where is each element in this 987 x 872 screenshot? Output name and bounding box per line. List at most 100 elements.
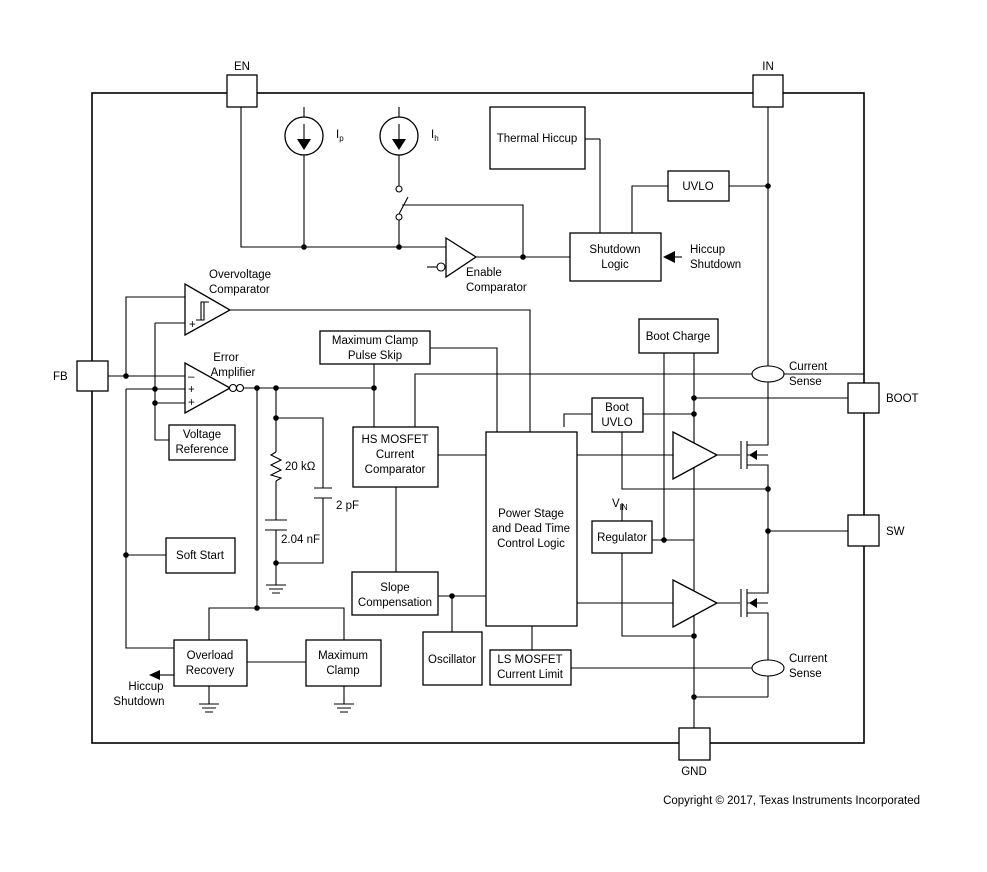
svg-text:Oscillator: Oscillator bbox=[428, 654, 476, 666]
svg-text:Pulse Skip: Pulse Skip bbox=[348, 350, 402, 362]
pin-gnd-label: GND bbox=[681, 766, 707, 778]
hiccup-shutdown-right: Hiccup Shutdown bbox=[663, 244, 741, 271]
svg-text:Boot Charge: Boot Charge bbox=[646, 331, 711, 343]
svg-text:Control Logic: Control Logic bbox=[497, 538, 565, 550]
hs-mosfet-icon bbox=[740, 441, 769, 470]
svg-text:Shutdown: Shutdown bbox=[690, 259, 741, 271]
svg-text:LS MOSFET: LS MOSFET bbox=[497, 654, 562, 666]
svg-text:UVLO: UVLO bbox=[601, 417, 632, 429]
maximum-clamp-block: Maximum Clamp bbox=[305, 639, 382, 687]
svg-text:+: + bbox=[188, 397, 195, 409]
error-amplifier: – + + Error Amplifier bbox=[184, 352, 256, 415]
svg-text:Soft Start: Soft Start bbox=[176, 550, 225, 562]
svg-text:UVLO: UVLO bbox=[682, 181, 713, 193]
ground-icon bbox=[199, 703, 219, 713]
pin-boot-label: BOOT bbox=[886, 393, 919, 405]
svg-text:Shutdown: Shutdown bbox=[589, 244, 640, 256]
copyright-text: Copyright © 2017, Texas Instruments Inco… bbox=[663, 795, 920, 807]
overload-recovery-block: Overload Recovery bbox=[173, 639, 248, 687]
hiccup-shutdown-left: Hiccup Shutdown bbox=[113, 670, 165, 708]
max-clamp-pulse-skip-block: Maximum Clamp Pulse Skip bbox=[319, 330, 431, 365]
pin-fb: FB bbox=[53, 360, 109, 392]
svg-text:Comparator: Comparator bbox=[209, 284, 270, 296]
ls-driver bbox=[672, 578, 740, 629]
svg-text:Current Limit: Current Limit bbox=[497, 669, 564, 681]
ip-label: Ip bbox=[336, 129, 344, 143]
ih-label: Ih bbox=[431, 129, 439, 143]
current-source-ip: Ip bbox=[284, 107, 344, 156]
svg-text:Sense: Sense bbox=[789, 376, 822, 388]
enable-comparator: Enable Comparator bbox=[436, 236, 527, 294]
thermal-hiccup-block: Thermal Hiccup bbox=[489, 106, 586, 170]
svg-text:Current: Current bbox=[789, 361, 828, 373]
oscillator-block: Oscillator bbox=[422, 631, 483, 686]
pin-fb-label: FB bbox=[53, 371, 68, 383]
wires bbox=[108, 107, 864, 728]
ground-icon bbox=[266, 584, 286, 594]
pin-sw: SW bbox=[847, 514, 905, 547]
svg-text:Thermal Hiccup: Thermal Hiccup bbox=[497, 133, 578, 145]
pin-boot: BOOT bbox=[847, 382, 919, 414]
pin-gnd: GND bbox=[678, 727, 711, 778]
pin-sw-label: SW bbox=[886, 526, 905, 538]
svg-text:Clamp: Clamp bbox=[326, 665, 359, 677]
current-source-ih: Ih bbox=[379, 107, 439, 156]
current-sense-bottom: Current Sense bbox=[751, 653, 828, 680]
svg-text:Comparator: Comparator bbox=[365, 464, 426, 476]
enable-comparator-label-2: Comparator bbox=[466, 282, 527, 294]
shutdown-logic-block: Shutdown Logic bbox=[569, 232, 662, 282]
pin-en-label: EN bbox=[234, 61, 250, 73]
svg-text:Sense: Sense bbox=[789, 668, 822, 680]
svg-text:Power Stage: Power Stage bbox=[498, 508, 564, 520]
svg-text:Slope: Slope bbox=[380, 582, 409, 594]
overvoltage-comparator: + Overvoltage Comparator bbox=[184, 269, 271, 337]
switch-icon bbox=[395, 185, 409, 221]
voltage-reference-block: Voltage Reference bbox=[168, 424, 236, 461]
resistor-value: 20 kΩ bbox=[285, 461, 316, 473]
vin-label: VIN bbox=[612, 498, 628, 512]
capacitor-small-icon: 2 pF bbox=[314, 487, 359, 512]
ls-mosfet-current-limit-block: LS MOSFET Current Limit bbox=[489, 649, 572, 686]
boot-charge-block: Boot Charge bbox=[638, 318, 719, 354]
svg-text:Error: Error bbox=[213, 352, 239, 364]
svg-text:Hiccup: Hiccup bbox=[690, 244, 725, 256]
boot-uvlo-block: Boot UVLO bbox=[591, 397, 644, 433]
current-sense-top: Current Sense bbox=[751, 361, 828, 388]
ground-icon bbox=[334, 703, 354, 713]
power-stage-block: Power Stage and Dead Time Control Logic bbox=[485, 431, 578, 627]
svg-text:–: – bbox=[188, 371, 195, 383]
svg-text:Reference: Reference bbox=[175, 444, 228, 456]
svg-text:Compensation: Compensation bbox=[358, 597, 432, 609]
svg-text:Current: Current bbox=[376, 449, 415, 461]
regulator-block: Regulator bbox=[591, 520, 653, 554]
svg-text:VIN: VIN bbox=[612, 498, 628, 512]
capacitor-large-icon: 2.04 nF bbox=[265, 519, 320, 546]
svg-text:Logic: Logic bbox=[601, 259, 629, 271]
svg-text:Overvoltage: Overvoltage bbox=[209, 269, 271, 281]
svg-text:Maximum: Maximum bbox=[318, 650, 368, 662]
svg-text:Voltage: Voltage bbox=[183, 429, 221, 441]
svg-text:Current: Current bbox=[789, 653, 828, 665]
svg-text:Hiccup: Hiccup bbox=[128, 681, 163, 693]
pin-en: EN bbox=[226, 61, 258, 108]
svg-text:Regulator: Regulator bbox=[597, 532, 647, 544]
svg-text:Boot: Boot bbox=[605, 402, 629, 414]
svg-text:Recovery: Recovery bbox=[186, 665, 235, 677]
svg-text:Overload: Overload bbox=[187, 650, 234, 662]
pin-in-label: IN bbox=[762, 61, 774, 73]
pin-in: IN bbox=[752, 61, 784, 108]
junction-dots bbox=[123, 183, 771, 700]
resistor-icon: 20 kΩ bbox=[269, 451, 316, 482]
svg-text:Amplifier: Amplifier bbox=[211, 367, 256, 379]
hs-driver bbox=[672, 430, 740, 481]
hs-mosfet-comparator-block: HS MOSFET Current Comparator bbox=[352, 426, 439, 488]
enable-comparator-label-1: Enable bbox=[466, 267, 502, 279]
svg-text:and Dead Time: and Dead Time bbox=[492, 523, 570, 535]
svg-text:Maximum Clamp: Maximum Clamp bbox=[332, 335, 418, 347]
cap-small-value: 2 pF bbox=[336, 500, 359, 512]
svg-text:HS MOSFET: HS MOSFET bbox=[361, 434, 428, 446]
svg-text:+: + bbox=[188, 384, 195, 396]
cap-large-value: 2.04 nF bbox=[281, 534, 320, 546]
soft-start-block: Soft Start bbox=[165, 537, 236, 574]
